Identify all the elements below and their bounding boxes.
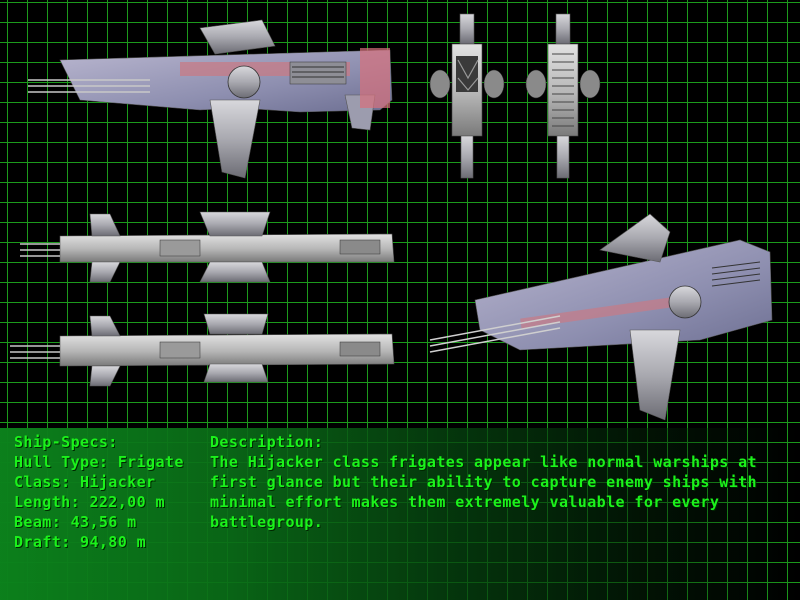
ship-specs: Ship-Specs: Hull Type: Frigate Class: Hi… [14,432,204,552]
spec-class: Class: Hijacker [14,473,156,491]
description-line: The Hijacker class frigates appear like … [210,453,757,471]
ship-description: Description: The Hijacker class frigates… [210,432,770,532]
ship-view-bottom [10,313,395,387]
spec-draft: Draft: 94,80 m [14,533,147,551]
ship-view-front [429,13,505,179]
description-line: battlegroup. [210,513,324,531]
ship-view-perspective [429,213,773,421]
ship-view-rear [525,13,601,179]
info-panel [0,428,800,600]
spec-beam: Beam: 43,56 m [14,513,137,531]
spec-hull-type: Hull Type: Frigate [14,453,184,471]
description-line: first glance but their ability to captur… [210,473,757,491]
ship-view-top [20,211,395,283]
spec-length: Length: 222,00 m [14,493,165,511]
specs-heading: Ship-Specs: [14,433,118,451]
description-heading: Description: [210,433,324,451]
description-line: minimal effort makes them extremely valu… [210,493,720,511]
ship-view-side-profile [28,19,393,179]
